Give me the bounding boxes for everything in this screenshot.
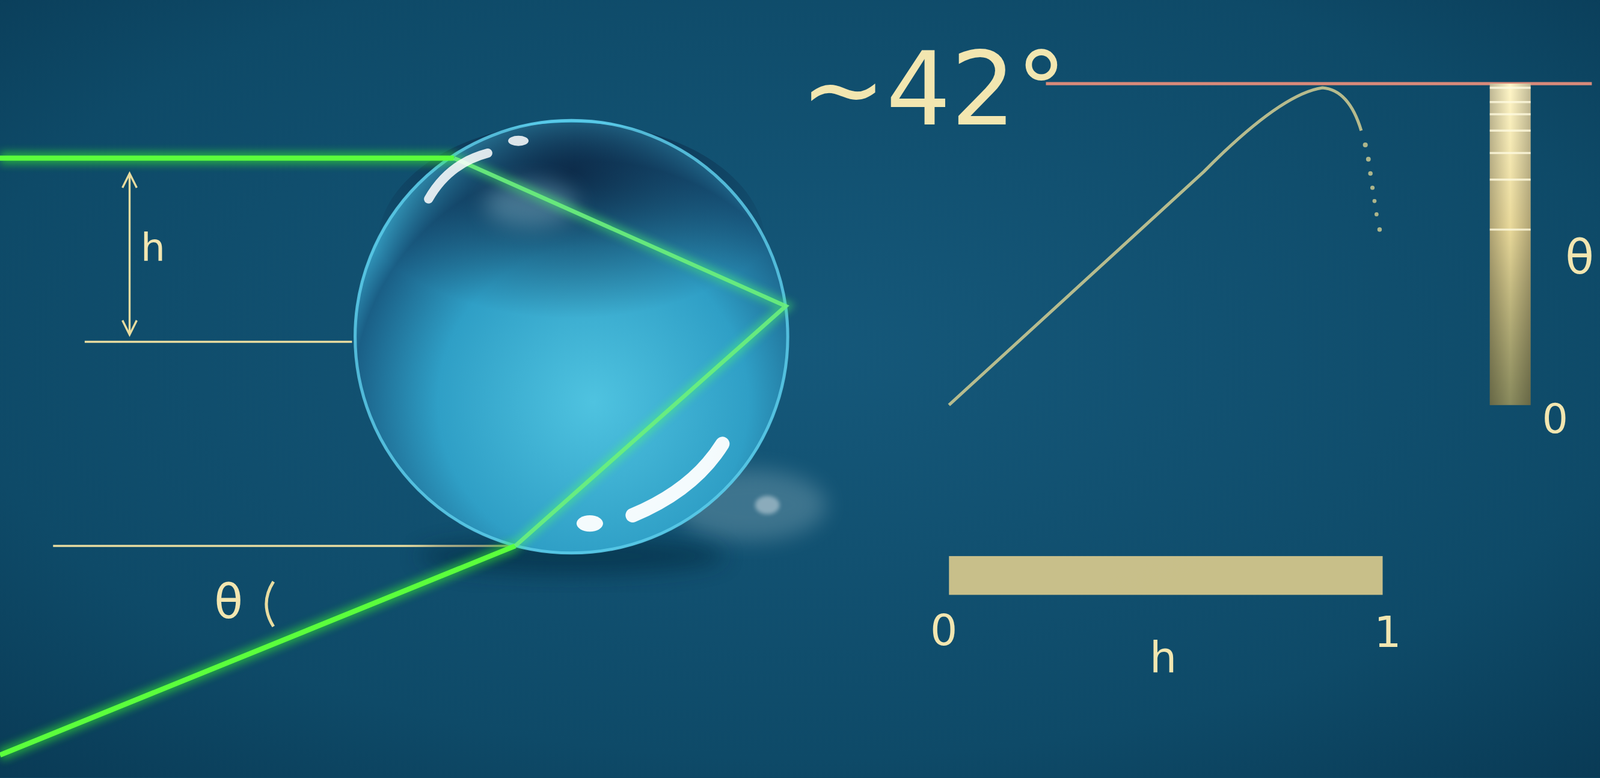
axis-label: 0: [930, 609, 958, 652]
highlight: [428, 153, 488, 200]
axis-label: h: [140, 228, 166, 267]
axis-label: 0: [1542, 398, 1569, 439]
drop-rim: [355, 120, 789, 554]
axis-label: θ: [1565, 233, 1594, 281]
ray-glow: [453, 158, 786, 546]
axis-label: h: [1149, 636, 1177, 680]
light-ray: [0, 158, 786, 756]
highlight: [576, 515, 604, 532]
bar-bands: [1489, 87, 1531, 230]
ray: [0, 158, 516, 756]
angle-arc: [266, 581, 274, 627]
reference-line: [84, 340, 353, 343]
height-bar: [948, 556, 1383, 595]
angle-density-bar: [1489, 83, 1531, 406]
ray: [453, 158, 786, 546]
highlight: [755, 496, 780, 515]
height-arrow: [128, 175, 131, 333]
axis-label: 1: [1373, 611, 1401, 655]
highlight: [508, 135, 529, 147]
arrow-head: [122, 173, 138, 335]
curve-dots: [1363, 142, 1383, 233]
axis-label: ~42°: [800, 38, 1067, 141]
water-drop: [354, 119, 789, 555]
bar-shading: [1489, 83, 1531, 406]
ray-glow: [0, 158, 516, 756]
axis-label: θ: [214, 578, 243, 626]
highlight: [632, 443, 723, 516]
